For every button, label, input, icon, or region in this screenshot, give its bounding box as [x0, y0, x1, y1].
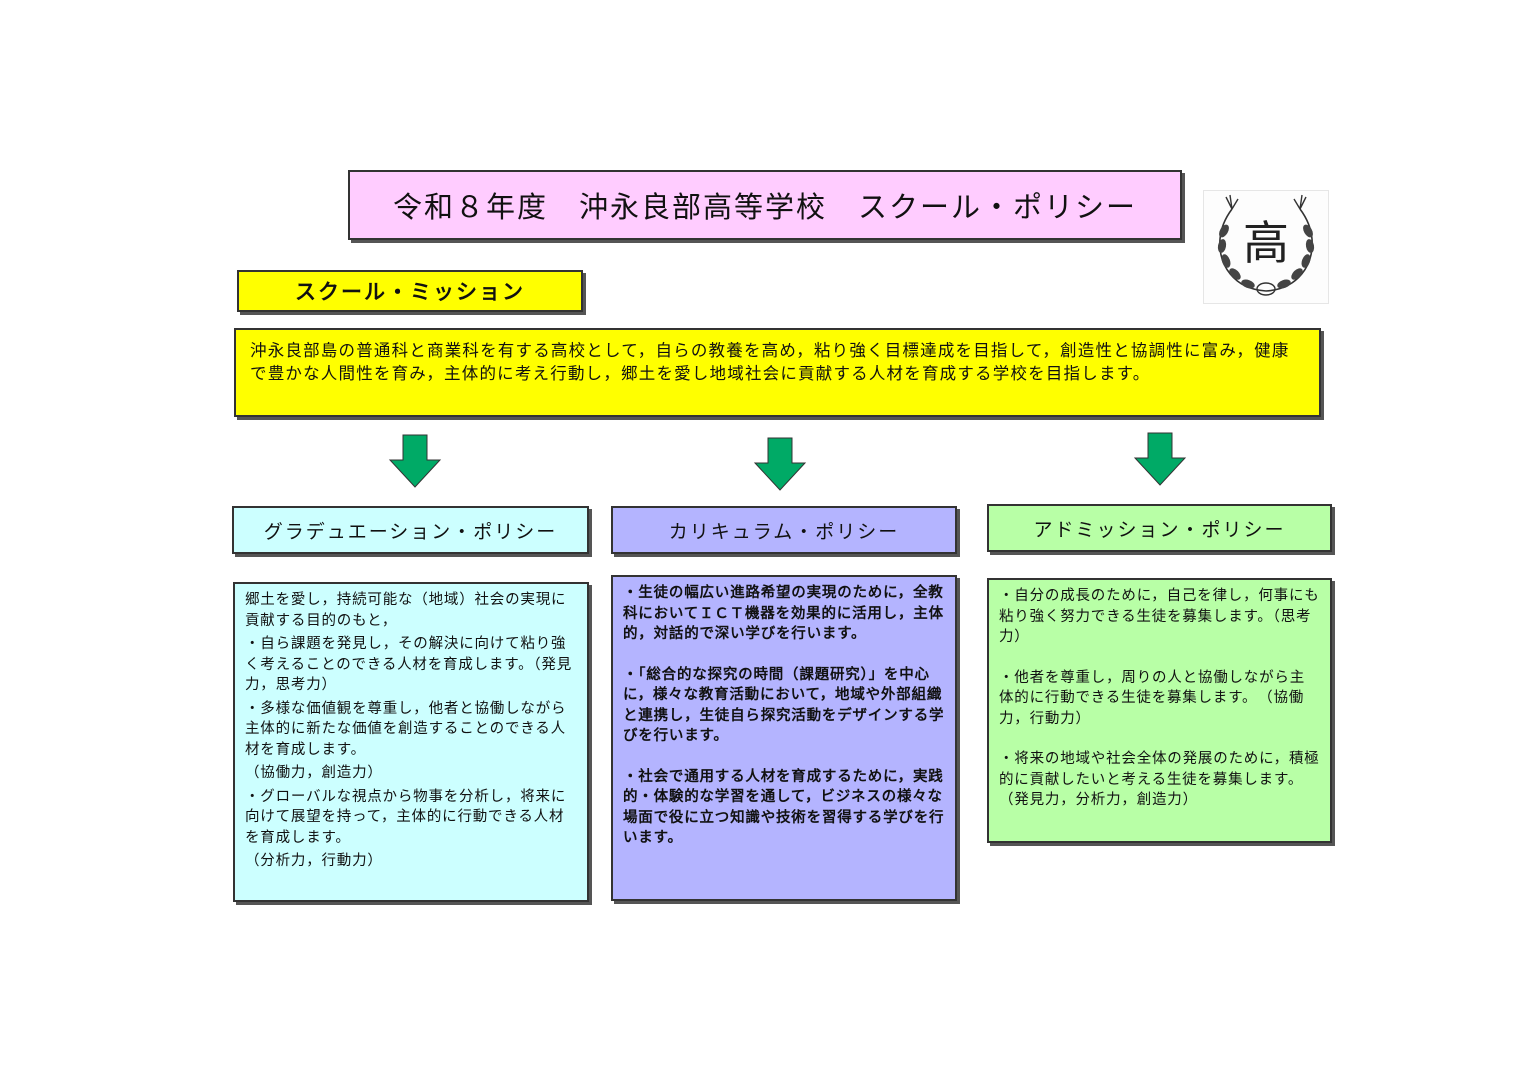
mission-text: 沖永良部島の普通科と商業科を有する高校として，自らの教養を高め，粘り強く目標達成… — [234, 328, 1321, 417]
admission-policy-heading: アドミッション・ポリシー — [987, 504, 1332, 552]
school-emblem-icon: 高 — [1203, 190, 1329, 304]
curriculum-policy-heading: カリキュラム・ポリシー — [611, 506, 957, 554]
curriculum-policy-paragraph: ・社会で通用する人材を育成するために，実践的・体験的な学習を通して，ビジネスの様… — [623, 768, 945, 847]
graduation-policy-paragraph: （協働力，創造力） — [245, 765, 383, 781]
emblem-char: 高 — [1243, 216, 1289, 270]
down-arrow-icon — [1133, 432, 1187, 486]
graduation-policy-body: 郷土を愛し，持続可能な（地域）社会の実現に貢献する目的のもと， ・自ら課題を発見… — [233, 582, 589, 902]
admission-policy-body: ・自分の成長のために，自己を律し，何事にも粘り強く努力できる生徒を募集します。（… — [987, 578, 1332, 843]
curriculum-policy-paragraph: ・生徒の幅広い進路希望の実現のために，全教科においてＩＣＴ機器を効果的に活用し，… — [623, 585, 944, 642]
graduation-policy-paragraph: 郷土を愛し，持続可能な（地域）社会の実現に貢献する目的のもと， — [245, 592, 567, 629]
mission-label: スクール・ミッション — [237, 270, 583, 312]
admission-policy-paragraph: ・他者を尊重し，周りの人と協働しながら主体的に行動できる生徒を募集します。 （協… — [999, 669, 1305, 727]
curriculum-policy-paragraph: ・「総合的な探究の時間（課題研究）」を中心に，様々な教育活動において，地域や外部… — [623, 666, 945, 745]
curriculum-policy-body: ・生徒の幅広い進路希望の実現のために，全教科においてＩＣＴ機器を効果的に活用し，… — [611, 575, 957, 901]
page-title: 令和８年度 沖永良部高等学校 スクール・ポリシー — [348, 170, 1182, 240]
admission-policy-paragraph: ・自分の成長のために，自己を律し，何事にも粘り強く努力できる生徒を募集します。（… — [999, 588, 1320, 645]
admission-policy-paragraph: ・将来の地域や社会全体の発展のために，積極的に貢献したいと考える生徒を募集します… — [999, 751, 1320, 808]
graduation-policy-paragraph: ・自ら課題を発見し，その解決に向けて粘り強く考えることのできる人材を育成します。… — [245, 636, 573, 693]
graduation-policy-paragraph: ・多様な価値観を尊重し，他者と協働しながら主体的に新たな価値を創造することのでき… — [245, 700, 567, 758]
down-arrow-icon — [753, 437, 807, 491]
graduation-policy-paragraph: ・グローバルな視点から物事を分析し，将来に向けて展望を持って，主体的に行動できる… — [245, 788, 567, 846]
graduation-policy-heading: グラデュエーション・ポリシー — [232, 506, 589, 554]
graduation-policy-paragraph: （分析力，行動力） — [245, 853, 383, 869]
down-arrow-icon — [388, 434, 442, 488]
